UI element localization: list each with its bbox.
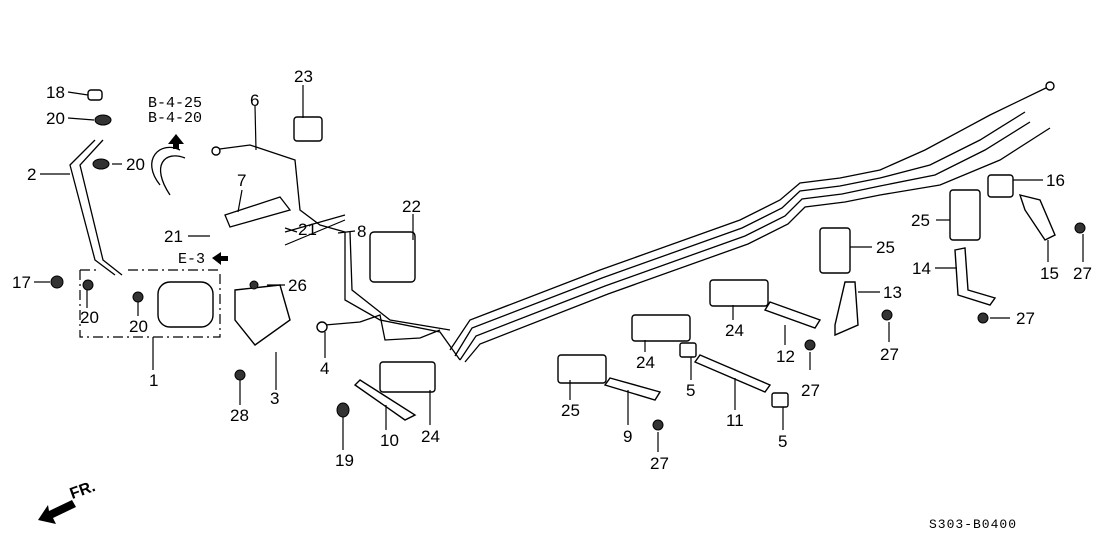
callout-28: 28 — [230, 406, 249, 425]
bolt-27e — [1074, 222, 1086, 234]
callout-20d: 20 — [129, 317, 148, 336]
cushion-5b — [771, 392, 789, 408]
bolt-27c — [881, 309, 893, 321]
fitting-6-end — [211, 146, 221, 156]
fitting-front-end — [1045, 81, 1055, 91]
nut-19 — [336, 402, 350, 418]
callout-20c: 20 — [80, 308, 99, 327]
callout-24c: 24 — [725, 321, 744, 340]
callout-26: 26 — [288, 276, 307, 295]
ref-e[interactable]: E-3 — [178, 251, 206, 268]
washer-20d — [132, 291, 144, 303]
bracket-15 — [1018, 194, 1056, 241]
clip-24c — [709, 279, 769, 307]
callout-25b: 25 — [876, 238, 895, 257]
fuel-filter-1 — [157, 281, 214, 328]
callout-1: 1 — [149, 371, 159, 390]
callout-4: 4 — [320, 359, 330, 378]
clip-25a — [557, 354, 607, 384]
fitting-4 — [316, 321, 328, 333]
callout-22: 22 — [402, 197, 421, 216]
callout-27c: 27 — [880, 345, 899, 364]
callout-27d: 27 — [1016, 309, 1035, 328]
plate-12 — [763, 301, 822, 329]
hose-7 — [224, 196, 292, 228]
plate-11 — [693, 354, 772, 393]
bracket-22 — [369, 231, 416, 283]
bracket-13 — [834, 281, 859, 337]
callout-5a: 5 — [686, 381, 696, 400]
leader-lines — [34, 85, 1084, 452]
fuel-hose-2 — [69, 139, 116, 276]
callout-8: 8 — [357, 222, 367, 241]
callout-27a: 27 — [650, 454, 669, 473]
callout-2: 2 — [27, 165, 37, 184]
callout-3: 3 — [270, 389, 280, 408]
callout-24b: 24 — [636, 353, 655, 372]
callout-16: 16 — [1046, 171, 1065, 190]
assembly-box-1 — [79, 269, 221, 338]
front-arrow-icon — [38, 500, 76, 524]
clip-25c — [949, 189, 981, 241]
bolt-26 — [249, 280, 259, 290]
clip-24a — [379, 361, 436, 393]
hose-ref-b — [151, 146, 186, 196]
clip-24b — [631, 314, 691, 342]
washer-20 — [94, 114, 112, 126]
callout-27b: 27 — [801, 381, 820, 400]
bolt-28 — [234, 369, 246, 381]
callout-13: 13 — [883, 283, 902, 302]
callout-20a: 20 — [46, 109, 65, 128]
clip-25b — [819, 227, 851, 274]
callout-25a: 25 — [561, 401, 580, 420]
callout-14: 14 — [912, 259, 931, 278]
callout-18: 18 — [46, 83, 65, 102]
callout-10: 10 — [380, 431, 399, 450]
ref-b-line-1[interactable]: B-4-25 — [148, 95, 203, 112]
callout-21a: 21 — [164, 227, 183, 246]
callout-21b: 21 — [298, 220, 317, 239]
washer-20c — [82, 279, 94, 291]
callout-15: 15 — [1040, 264, 1059, 283]
filter-clamp-3 — [234, 284, 291, 346]
bolt-27b — [804, 339, 816, 351]
bracket-14 — [954, 247, 997, 306]
cushion-5a — [679, 342, 697, 358]
callout-24a: 24 — [421, 427, 440, 446]
arrow-left-icon — [212, 252, 228, 265]
callout-23: 23 — [294, 67, 313, 86]
callout-11: 11 — [726, 411, 744, 430]
callout-9: 9 — [623, 427, 633, 446]
callout-27e: 27 — [1073, 264, 1092, 283]
plate-10 — [353, 379, 417, 421]
fuel-pipe-bundle — [211, 85, 1051, 363]
bolt-27d — [977, 312, 989, 324]
ref-b-line-2[interactable]: B-4-20 — [148, 110, 203, 127]
callout-17: 17 — [12, 273, 31, 292]
arrow-up-icon — [168, 134, 184, 149]
bolt-17 — [50, 275, 64, 289]
callout-25c: 25 — [911, 211, 930, 230]
cap-18 — [87, 89, 103, 101]
callout-6: 6 — [250, 91, 260, 110]
clip-23 — [293, 116, 323, 142]
callout-12: 12 — [776, 347, 795, 366]
callout-20b: 20 — [126, 155, 145, 174]
part-shapes — [50, 81, 1086, 431]
plate-9 — [603, 377, 662, 401]
callout-19: 19 — [335, 451, 354, 470]
clip-16 — [987, 174, 1014, 198]
diagram-code: S303-B0400 — [929, 517, 1018, 532]
callout-5b: 5 — [778, 432, 788, 451]
bolt-27a — [652, 419, 664, 431]
callout-7: 7 — [237, 171, 247, 190]
washer-20b — [92, 158, 110, 170]
